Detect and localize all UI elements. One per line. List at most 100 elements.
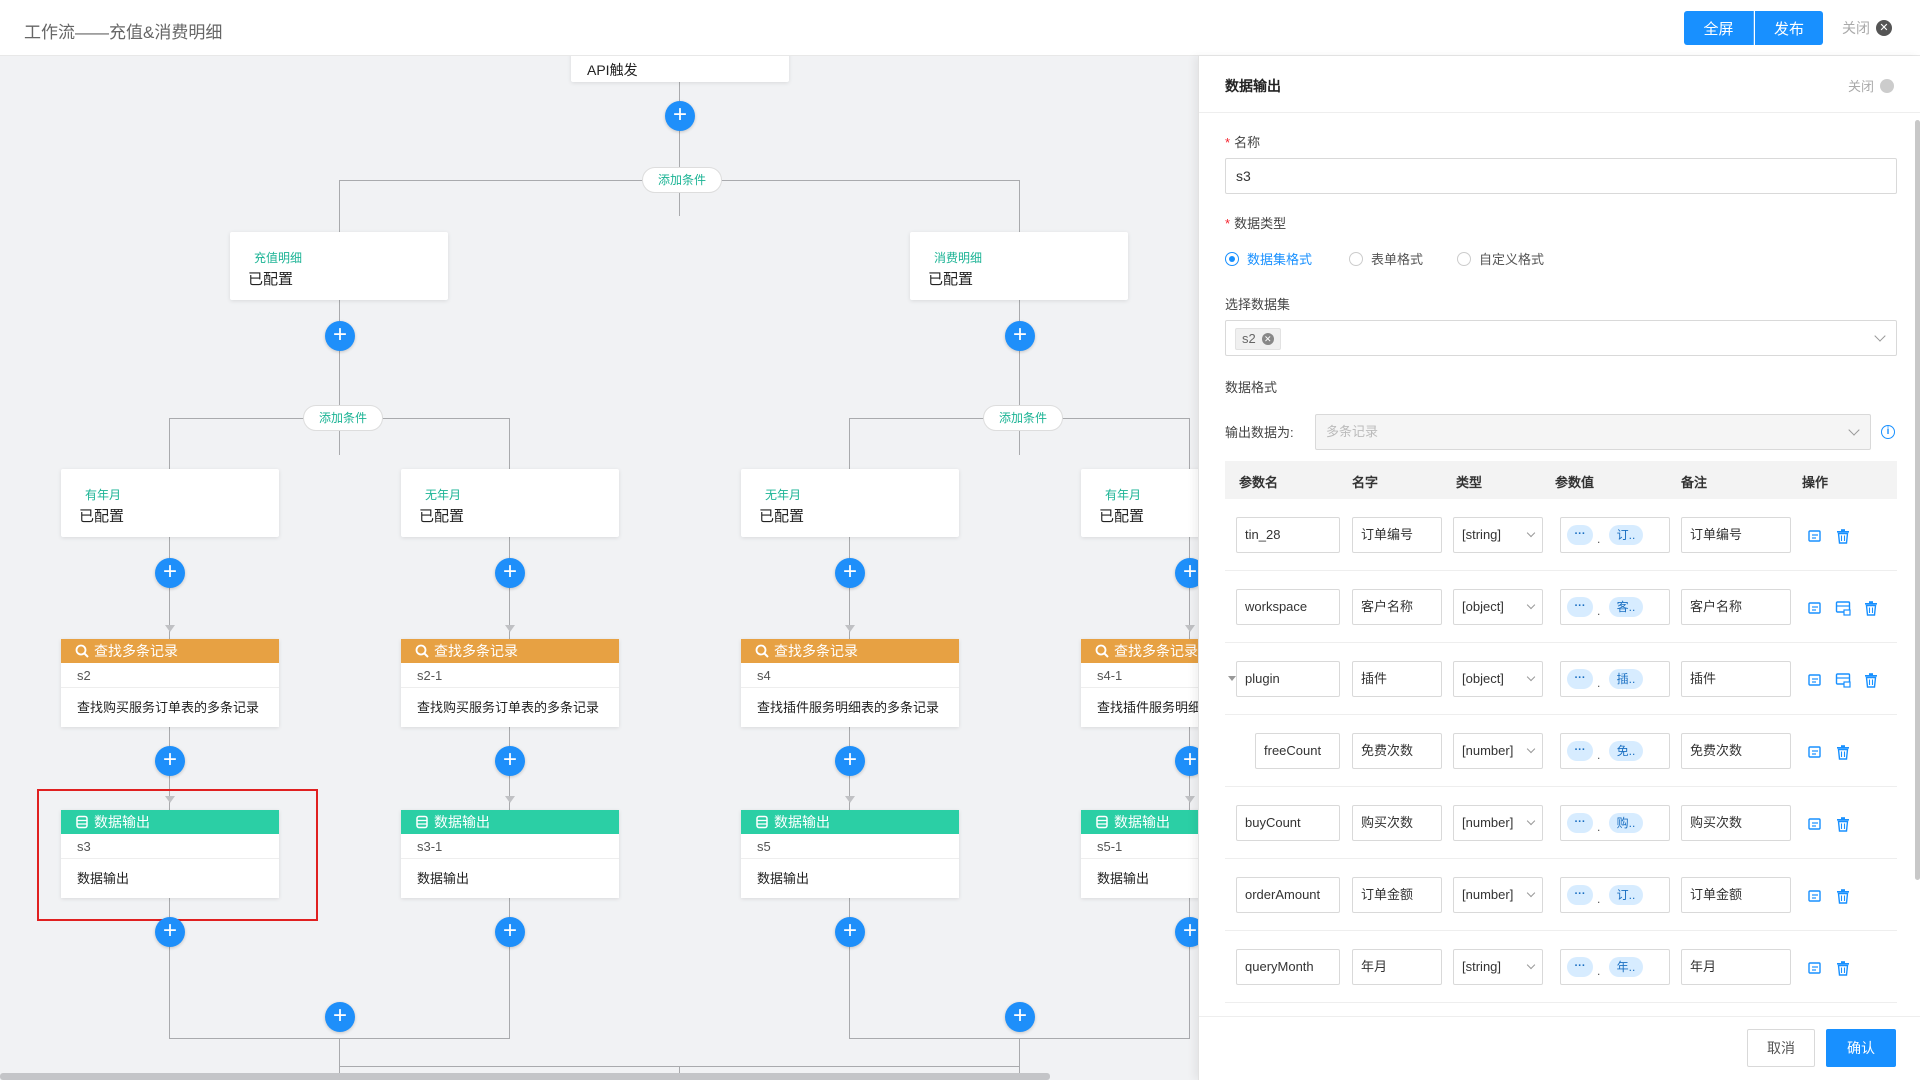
type-select[interactable]: [object]: [1453, 589, 1543, 625]
note-input[interactable]: 订单编号: [1681, 517, 1791, 553]
note-input[interactable]: 订单金额: [1681, 877, 1791, 913]
data-output-card[interactable]: 数据输出 s5 数据输出: [741, 810, 959, 898]
add-node-button[interactable]: +: [1175, 746, 1198, 776]
add-child-icon[interactable]: [1835, 600, 1851, 616]
add-node-button[interactable]: +: [155, 558, 185, 588]
field-name-input[interactable]: 订单编号: [1352, 517, 1442, 553]
edit-icon[interactable]: [1807, 600, 1823, 616]
add-node-button[interactable]: +: [1175, 558, 1198, 588]
radio-custom-format[interactable]: 自定义格式: [1457, 249, 1544, 268]
add-node-button[interactable]: +: [1005, 321, 1035, 351]
api-trigger-node[interactable]: API触发: [571, 56, 789, 82]
param-name-input[interactable]: freeCount: [1255, 733, 1340, 769]
add-node-button[interactable]: +: [495, 917, 525, 947]
field-name-input[interactable]: 免费次数: [1352, 733, 1442, 769]
radio-form-format[interactable]: 表单格式: [1349, 249, 1423, 268]
fullscreen-button[interactable]: 全屏: [1684, 11, 1754, 45]
add-node-button[interactable]: +: [325, 321, 355, 351]
add-node-button[interactable]: +: [665, 101, 695, 131]
type-select[interactable]: [number]: [1453, 877, 1543, 913]
delete-icon[interactable]: [1863, 600, 1879, 616]
workflow-canvas[interactable]: API触发 + 添加条件 充值明细 已配置 消费明细 已配置 + + 添加条件 …: [0, 56, 1198, 1080]
horizontal-scrollbar[interactable]: [0, 1073, 1050, 1080]
delete-icon[interactable]: [1863, 672, 1879, 688]
type-select[interactable]: [number]: [1453, 805, 1543, 841]
param-value-field[interactable]: ···.订..: [1560, 877, 1670, 913]
find-records-card[interactable]: 查找多条记录 s4-1 查找插件服务明细表的多条记录: [1081, 639, 1198, 727]
find-records-card[interactable]: 查找多条记录 s4 查找插件服务明细表的多条记录: [741, 639, 959, 727]
data-output-card[interactable]: 数据输出 s3 数据输出: [61, 810, 279, 898]
publish-button[interactable]: 发布: [1755, 11, 1823, 45]
add-node-button[interactable]: +: [835, 917, 865, 947]
delete-icon[interactable]: [1835, 744, 1851, 760]
add-child-icon[interactable]: [1835, 672, 1851, 688]
add-node-button[interactable]: +: [835, 558, 865, 588]
param-value-field[interactable]: ···.购..: [1560, 805, 1670, 841]
field-name-input[interactable]: 购买次数: [1352, 805, 1442, 841]
radio-dataset-format[interactable]: 数据集格式: [1225, 249, 1312, 268]
param-value-field[interactable]: ···.订..: [1560, 517, 1670, 553]
type-select[interactable]: [number]: [1453, 733, 1543, 769]
info-icon[interactable]: i: [1881, 425, 1895, 439]
panel-close-button[interactable]: 关闭: [1848, 76, 1894, 95]
add-node-button[interactable]: +: [155, 746, 185, 776]
confirm-button[interactable]: 确认: [1826, 1029, 1896, 1067]
field-name-input[interactable]: 订单金额: [1352, 877, 1442, 913]
type-select[interactable]: [string]: [1453, 517, 1543, 553]
condition-node[interactable]: 无年月 已配置: [401, 469, 619, 537]
branch-node[interactable]: 消费明细 已配置: [910, 232, 1128, 300]
add-node-button[interactable]: +: [495, 746, 525, 776]
add-node-button[interactable]: +: [1005, 1002, 1035, 1032]
param-name-input[interactable]: plugin: [1236, 661, 1340, 697]
type-select[interactable]: [string]: [1453, 949, 1543, 985]
tag-remove-icon[interactable]: ✕: [1261, 333, 1274, 345]
expand-arrow-icon[interactable]: [1228, 676, 1236, 681]
param-name-input[interactable]: workspace: [1236, 589, 1340, 625]
edit-icon[interactable]: [1807, 528, 1823, 544]
param-value-field[interactable]: ···.客..: [1560, 589, 1670, 625]
edit-icon[interactable]: [1807, 672, 1823, 688]
find-records-card[interactable]: 查找多条记录 s2 查找购买服务订单表的多条记录: [61, 639, 279, 727]
dataset-select[interactable]: s2✕: [1225, 320, 1897, 356]
type-select[interactable]: [object]: [1453, 661, 1543, 697]
field-name-input[interactable]: 客户名称: [1352, 589, 1442, 625]
delete-icon[interactable]: [1835, 960, 1851, 976]
note-input[interactable]: 免费次数: [1681, 733, 1791, 769]
data-output-card[interactable]: 数据输出 s5-1 数据输出: [1081, 810, 1198, 898]
name-input[interactable]: s3: [1225, 158, 1897, 194]
close-button[interactable]: 关闭 ✕: [1842, 18, 1892, 38]
condition-node[interactable]: 有年月 已配置: [61, 469, 279, 537]
add-node-button[interactable]: +: [1175, 917, 1198, 947]
edit-icon[interactable]: [1807, 816, 1823, 832]
field-name-input[interactable]: 年月: [1352, 949, 1442, 985]
delete-icon[interactable]: [1835, 816, 1851, 832]
field-name-input[interactable]: 插件: [1352, 661, 1442, 697]
delete-icon[interactable]: [1835, 888, 1851, 904]
add-condition-button[interactable]: 添加条件: [983, 405, 1064, 431]
branch-node[interactable]: 充值明细 已配置: [230, 232, 448, 300]
add-node-button[interactable]: +: [495, 558, 525, 588]
param-value-field[interactable]: ···.年..: [1560, 949, 1670, 985]
add-condition-button[interactable]: 添加条件: [303, 405, 384, 431]
param-name-input[interactable]: buyCount: [1236, 805, 1340, 841]
param-name-input[interactable]: tin_28: [1236, 517, 1340, 553]
add-node-button[interactable]: +: [325, 1002, 355, 1032]
edit-icon[interactable]: [1807, 744, 1823, 760]
note-input[interactable]: 购买次数: [1681, 805, 1791, 841]
param-name-input[interactable]: queryMonth: [1236, 949, 1340, 985]
vertical-scrollbar[interactable]: [1915, 120, 1920, 880]
condition-node[interactable]: 有年月 已配置: [1081, 469, 1198, 537]
cancel-button[interactable]: 取消: [1747, 1029, 1815, 1067]
note-input[interactable]: 年月: [1681, 949, 1791, 985]
edit-icon[interactable]: [1807, 888, 1823, 904]
add-node-button[interactable]: +: [835, 746, 865, 776]
add-condition-button[interactable]: 添加条件: [642, 167, 723, 193]
delete-icon[interactable]: [1835, 528, 1851, 544]
add-node-button[interactable]: +: [155, 917, 185, 947]
note-input[interactable]: 客户名称: [1681, 589, 1791, 625]
data-output-card[interactable]: 数据输出 s3-1 数据输出: [401, 810, 619, 898]
param-value-field[interactable]: ···.免..: [1560, 733, 1670, 769]
param-name-input[interactable]: orderAmount: [1236, 877, 1340, 913]
edit-icon[interactable]: [1807, 960, 1823, 976]
param-value-field[interactable]: ···.插..: [1560, 661, 1670, 697]
